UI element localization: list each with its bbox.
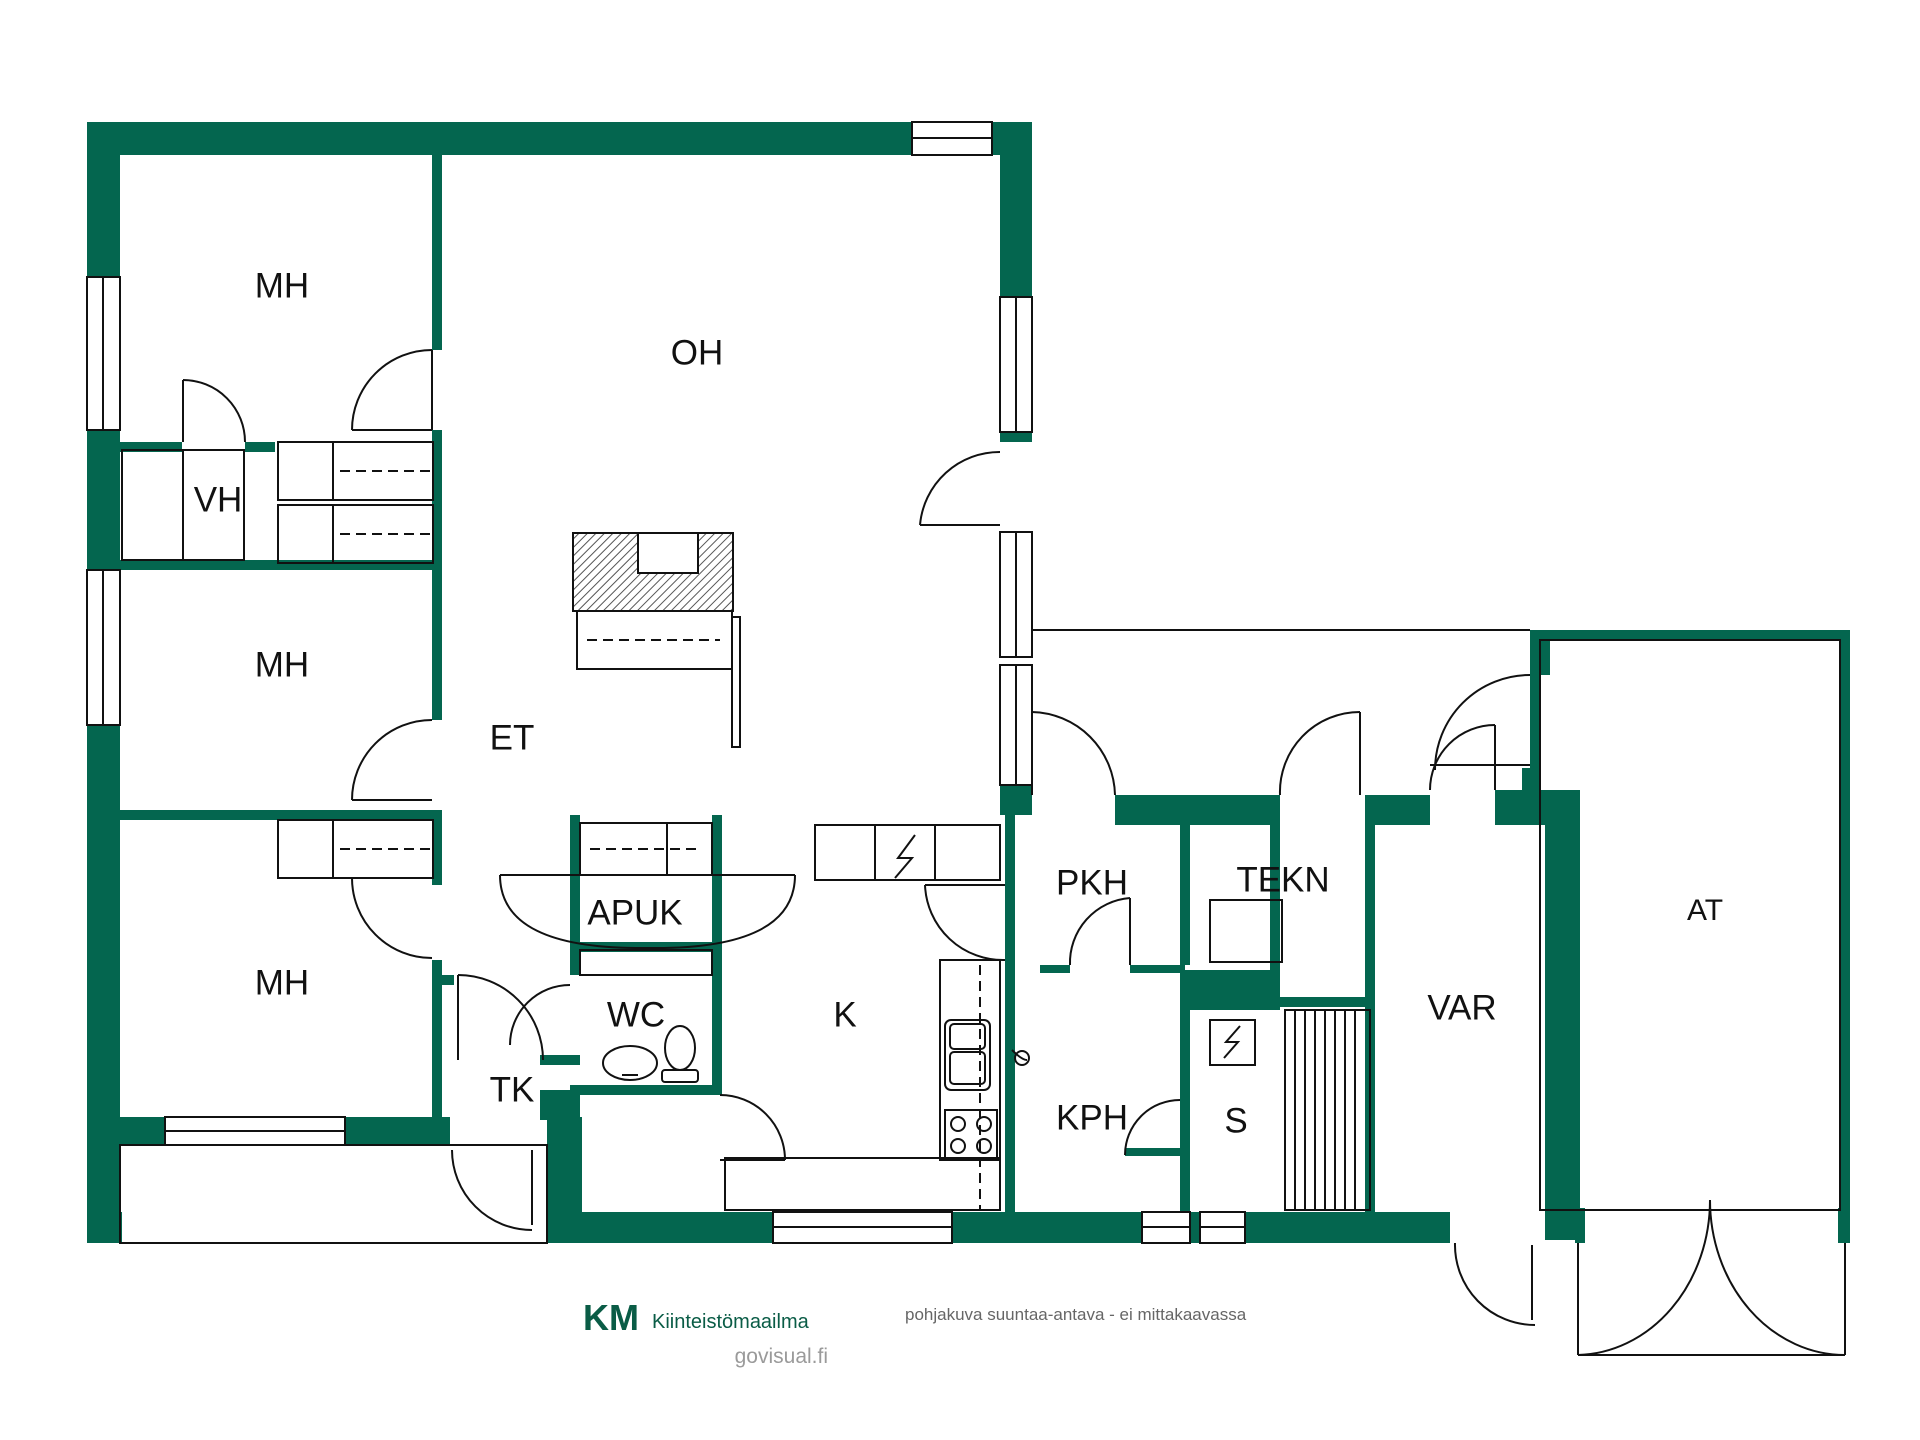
logo-mark: KM (583, 1297, 639, 1338)
room-label-tekn: TEKN (1236, 860, 1329, 899)
lightning-icon (894, 834, 916, 879)
lightning-icon (1223, 1025, 1241, 1059)
shower-icon (1011, 1049, 1030, 1066)
room-label-pkh: PKH (1056, 863, 1128, 902)
room-label-oh: OH (671, 333, 724, 372)
room-label-wc: WC (607, 995, 665, 1034)
room-label-s: S (1224, 1101, 1247, 1140)
room-label-vh: VH (194, 480, 243, 519)
sink-icon (602, 1045, 658, 1081)
room-label-apuk: APUK (587, 893, 682, 932)
room-label-var: VAR (1427, 988, 1496, 1027)
room-label-kph: KPH (1056, 1098, 1128, 1137)
logo-name: Kiinteistömaailma (652, 1311, 810, 1333)
disclaimer-note: pohjakuva suuntaa-antava - ei mittakaava… (905, 1305, 1247, 1324)
room-label-tk: TK (490, 1070, 535, 1109)
room-label-at: AT (1687, 894, 1723, 927)
room-label-et: ET (490, 718, 535, 757)
room-label-k: K (833, 995, 856, 1034)
toilet-icon (661, 1025, 699, 1083)
brand-logo: KM Kiinteistömaailma (583, 1297, 810, 1338)
doors (182, 349, 1846, 1356)
exterior-walls (87, 122, 1850, 1243)
room-label-mh-bottom: MH (255, 963, 309, 1002)
room-label-mh-mid: MH (255, 645, 309, 684)
outlines (119, 441, 1841, 1244)
room-label-mh-top: MH (255, 266, 309, 305)
interior-walls (120, 155, 1375, 1215)
windows (86, 121, 1246, 1244)
site-name: govisual.fi (735, 1345, 828, 1368)
fireplace (572, 532, 734, 612)
room-labels: MH VH MH MH OH ET APUK WC TK K PKH TEKN … (194, 266, 1723, 1140)
